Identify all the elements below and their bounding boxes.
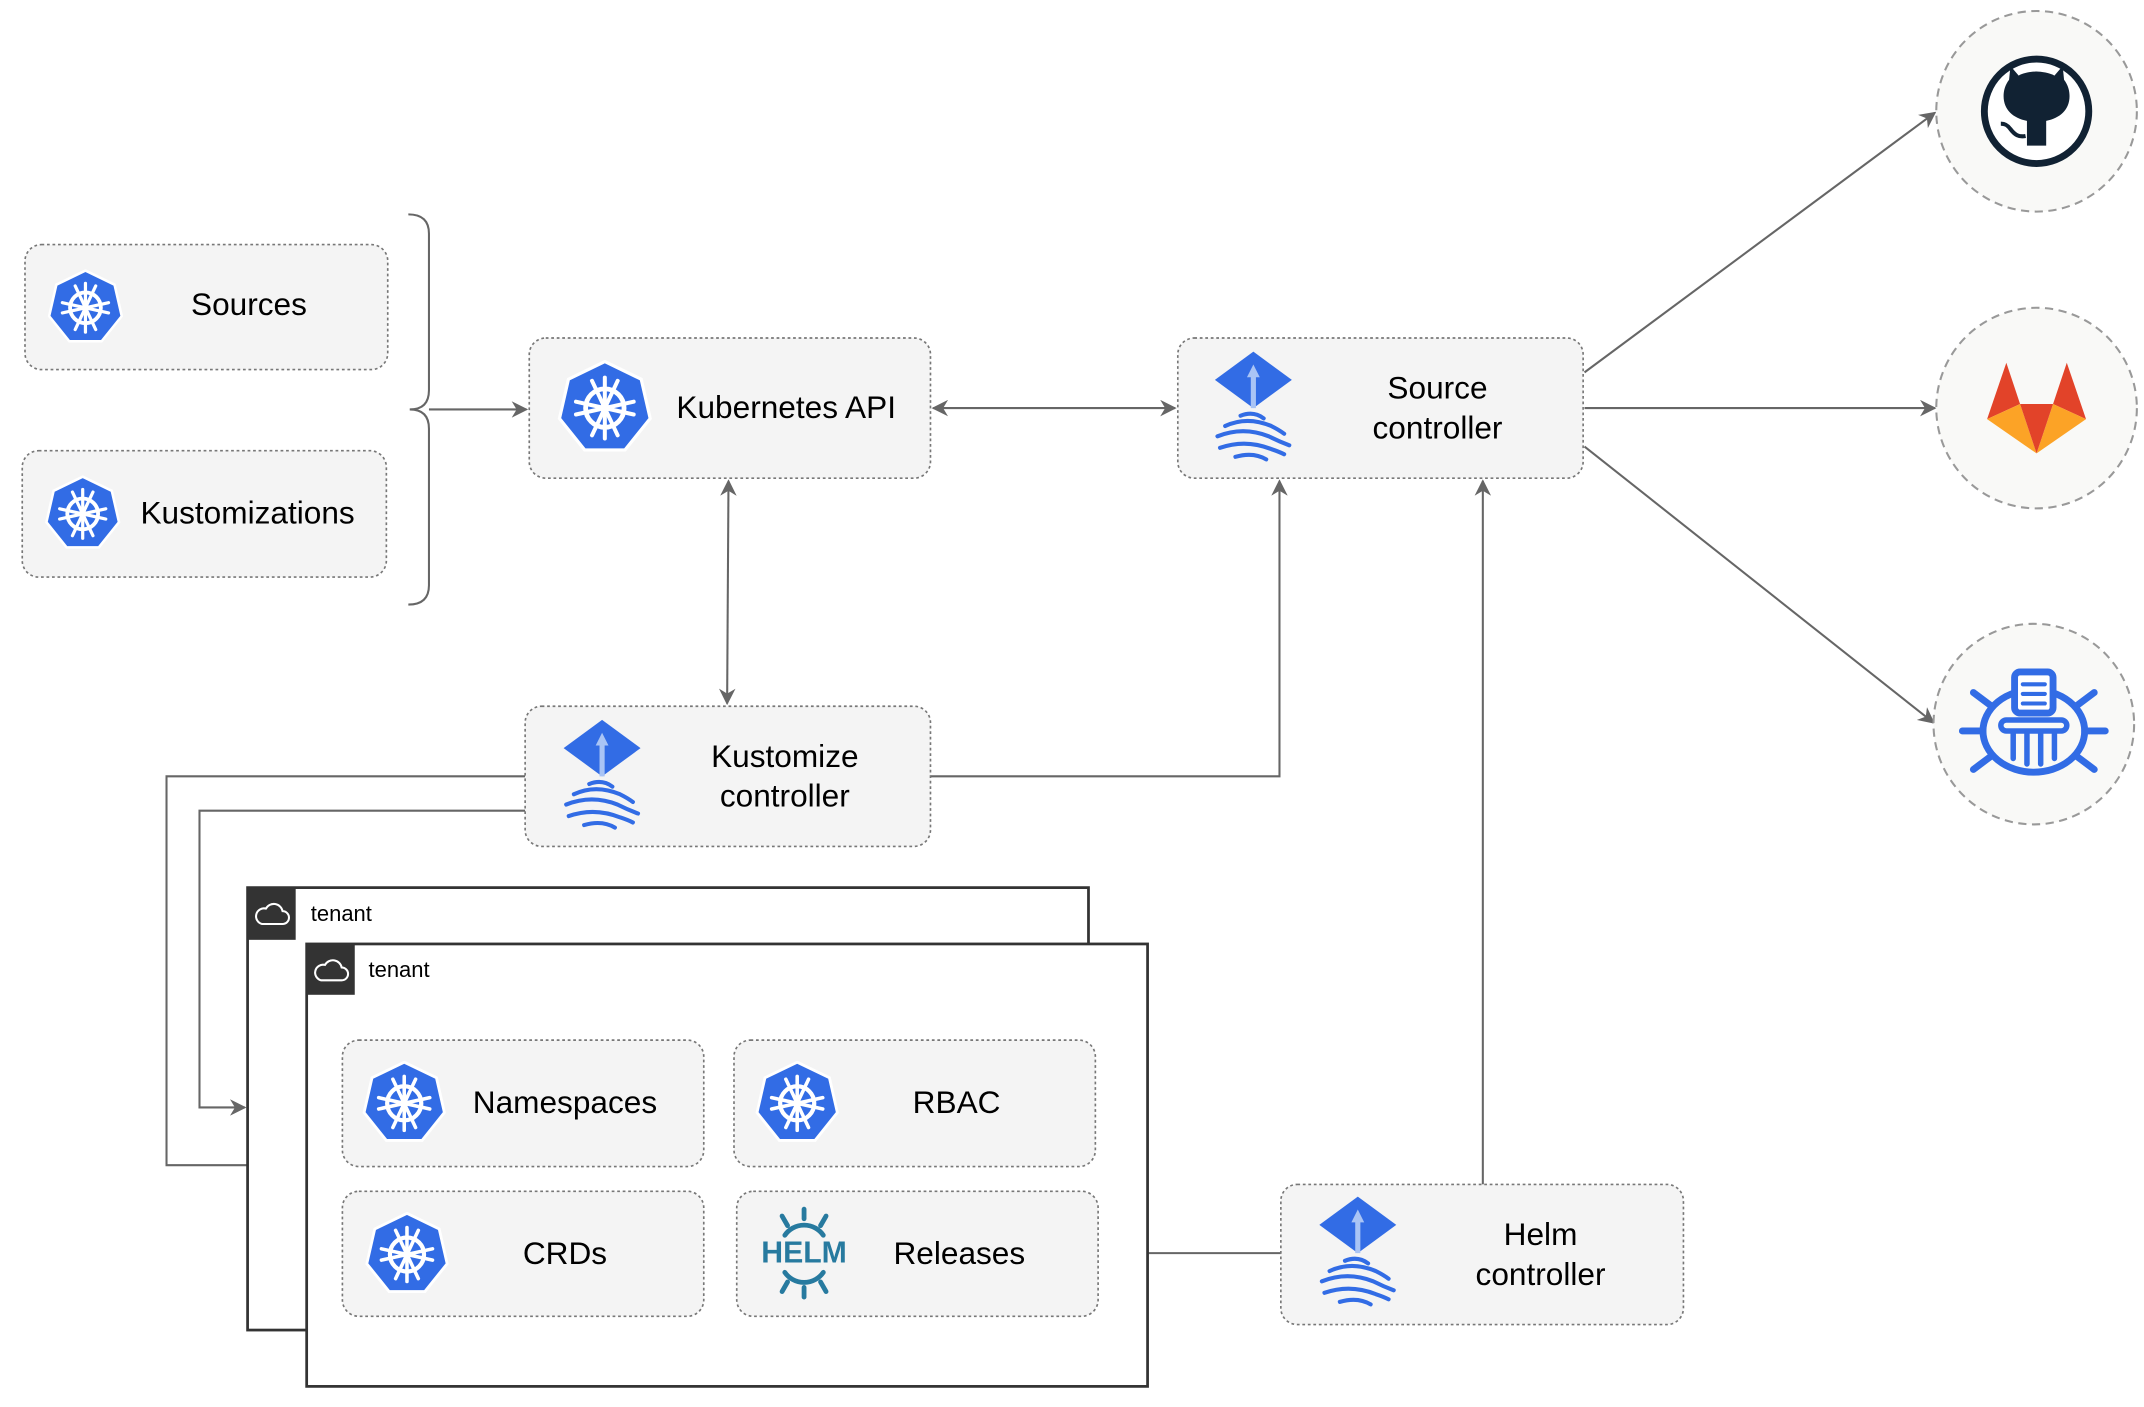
namespaces-label: Namespaces: [473, 1084, 657, 1120]
edge-source-to-helm-repository: [1583, 445, 1935, 724]
sources-label: Sources: [191, 286, 307, 322]
github-icon: [1980, 55, 2093, 167]
tenant-label: tenant: [369, 957, 430, 982]
edge-kustomize-to-source: [930, 479, 1288, 778]
kustomize-controller-label-line1: Kustomize: [711, 738, 858, 774]
helm-controller-label-line2: controller: [1476, 1256, 1606, 1292]
edge-kustomize-to-tenant-front: [165, 775, 526, 1174]
kubernetes-api-node[interactable]: Kubernetes API: [528, 337, 932, 479]
tenant-label: tenant: [311, 901, 372, 926]
edge-kubernetes-api-kustomize-controller: [718, 479, 737, 706]
source-controller-label-line1: Source: [1387, 370, 1487, 406]
brace: [408, 213, 430, 606]
kustomizations-label: Kustomizations: [140, 495, 354, 531]
helm-controller-label-line1: Helm: [1504, 1216, 1578, 1252]
kustomize-controller-node[interactable]: Kustomize controller: [524, 705, 932, 848]
tenant-front[interactable]: tenant Namespaces RBAC CRDs: [305, 942, 1149, 1388]
sources-node[interactable]: Sources: [24, 243, 389, 371]
helm-repository-icon: [1958, 668, 2109, 776]
edge-kustomize-to-tenant-back: [198, 809, 526, 1116]
crds-node[interactable]: CRDs: [341, 1190, 705, 1318]
crds-label: CRDs: [523, 1235, 607, 1271]
rbac-node[interactable]: RBAC: [733, 1039, 1097, 1168]
helm-logo-text: HELM: [761, 1236, 847, 1269]
gitlab-source[interactable]: [1935, 306, 2138, 510]
kustomizations-node[interactable]: Kustomizations: [21, 449, 388, 578]
rbac-label: RBAC: [913, 1084, 1001, 1120]
source-controller-node[interactable]: Source controller: [1176, 337, 1584, 479]
edge-source-to-github: [1583, 111, 1937, 374]
releases-label: Releases: [893, 1235, 1025, 1271]
source-controller-label-line2: controller: [1373, 409, 1503, 445]
kubernetes-api-label: Kubernetes API: [676, 389, 896, 425]
edges: [165, 111, 1937, 1262]
gitlab-icon: [1987, 362, 2087, 454]
helm-repository-source[interactable]: [1932, 622, 2136, 826]
namespaces-node[interactable]: Namespaces: [341, 1039, 705, 1168]
kustomize-controller-label-line2: controller: [720, 778, 850, 814]
helm-controller-node[interactable]: Helm controller: [1280, 1183, 1685, 1326]
github-source[interactable]: [1935, 9, 2138, 213]
helm-icon: HELM: [761, 1206, 847, 1300]
releases-node[interactable]: HELM Releases: [735, 1190, 1099, 1318]
